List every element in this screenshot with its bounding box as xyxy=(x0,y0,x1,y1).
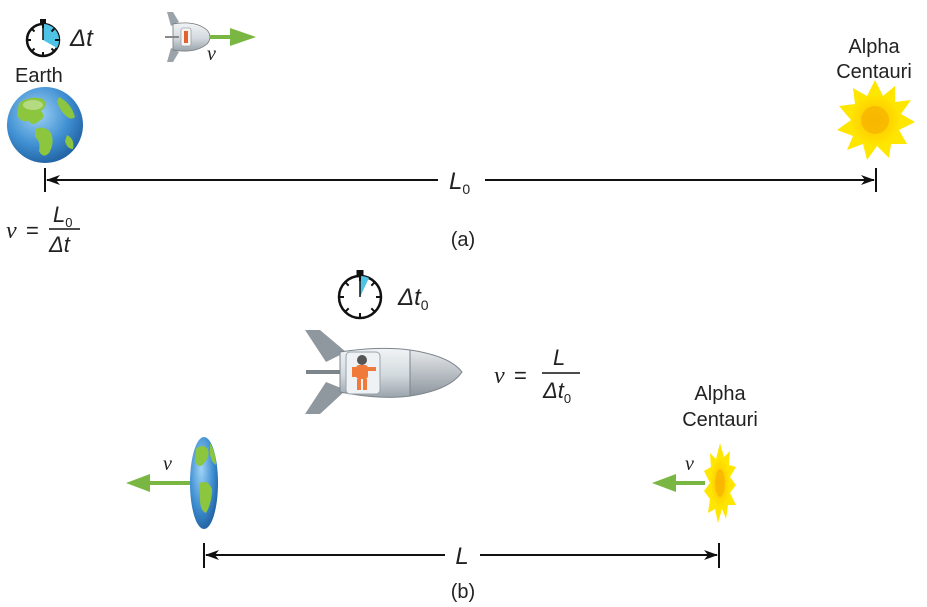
svg-text:v: v xyxy=(6,218,17,244)
distance-L0-label: L0 xyxy=(449,168,470,197)
star-label-line2: Centauri xyxy=(836,61,912,83)
earth-velocity-arrowhead xyxy=(126,474,150,492)
earth-contracted-icon xyxy=(190,437,218,529)
svg-text:v: v xyxy=(494,363,505,389)
star-label-line1: Alpha xyxy=(848,36,900,58)
svg-text:Δt0: Δt0 xyxy=(542,378,571,406)
astronaut-icon xyxy=(352,355,376,390)
svg-text:L0: L0 xyxy=(53,202,72,230)
earth-icon xyxy=(7,87,83,163)
rocket-icon xyxy=(305,330,463,414)
star-velocity-arrowhead xyxy=(652,474,676,492)
star-velocity-label: v xyxy=(685,453,694,475)
svg-text:=: = xyxy=(514,363,527,388)
equation-a: v = L0 Δt xyxy=(6,202,80,257)
clock-delta-t0-label: Δt0 xyxy=(397,284,429,313)
svg-text:L: L xyxy=(553,345,565,370)
stopwatch-icon xyxy=(25,19,61,58)
caption-b: (b) xyxy=(451,581,475,603)
rocket-velocity-label: v xyxy=(207,43,216,65)
sun-contracted-icon xyxy=(704,443,736,523)
earth-label: Earth xyxy=(15,65,63,87)
star-b-label-line1: Alpha xyxy=(694,383,746,405)
svg-text:=: = xyxy=(26,218,39,243)
stopwatch-icon xyxy=(337,270,383,320)
distance-L-label: L xyxy=(455,543,468,570)
rocket-small-icon xyxy=(165,12,211,62)
sun-icon xyxy=(837,80,915,160)
star-b-label-line2: Centauri xyxy=(682,409,758,431)
svg-text:Δt: Δt xyxy=(48,232,71,257)
clock-delta-t-label: Δt xyxy=(69,25,94,52)
rocket-velocity-arrowhead xyxy=(230,28,256,46)
equation-b: v = L Δt0 xyxy=(494,345,580,406)
caption-a: (a) xyxy=(451,229,475,251)
earth-velocity-label: v xyxy=(163,453,172,475)
